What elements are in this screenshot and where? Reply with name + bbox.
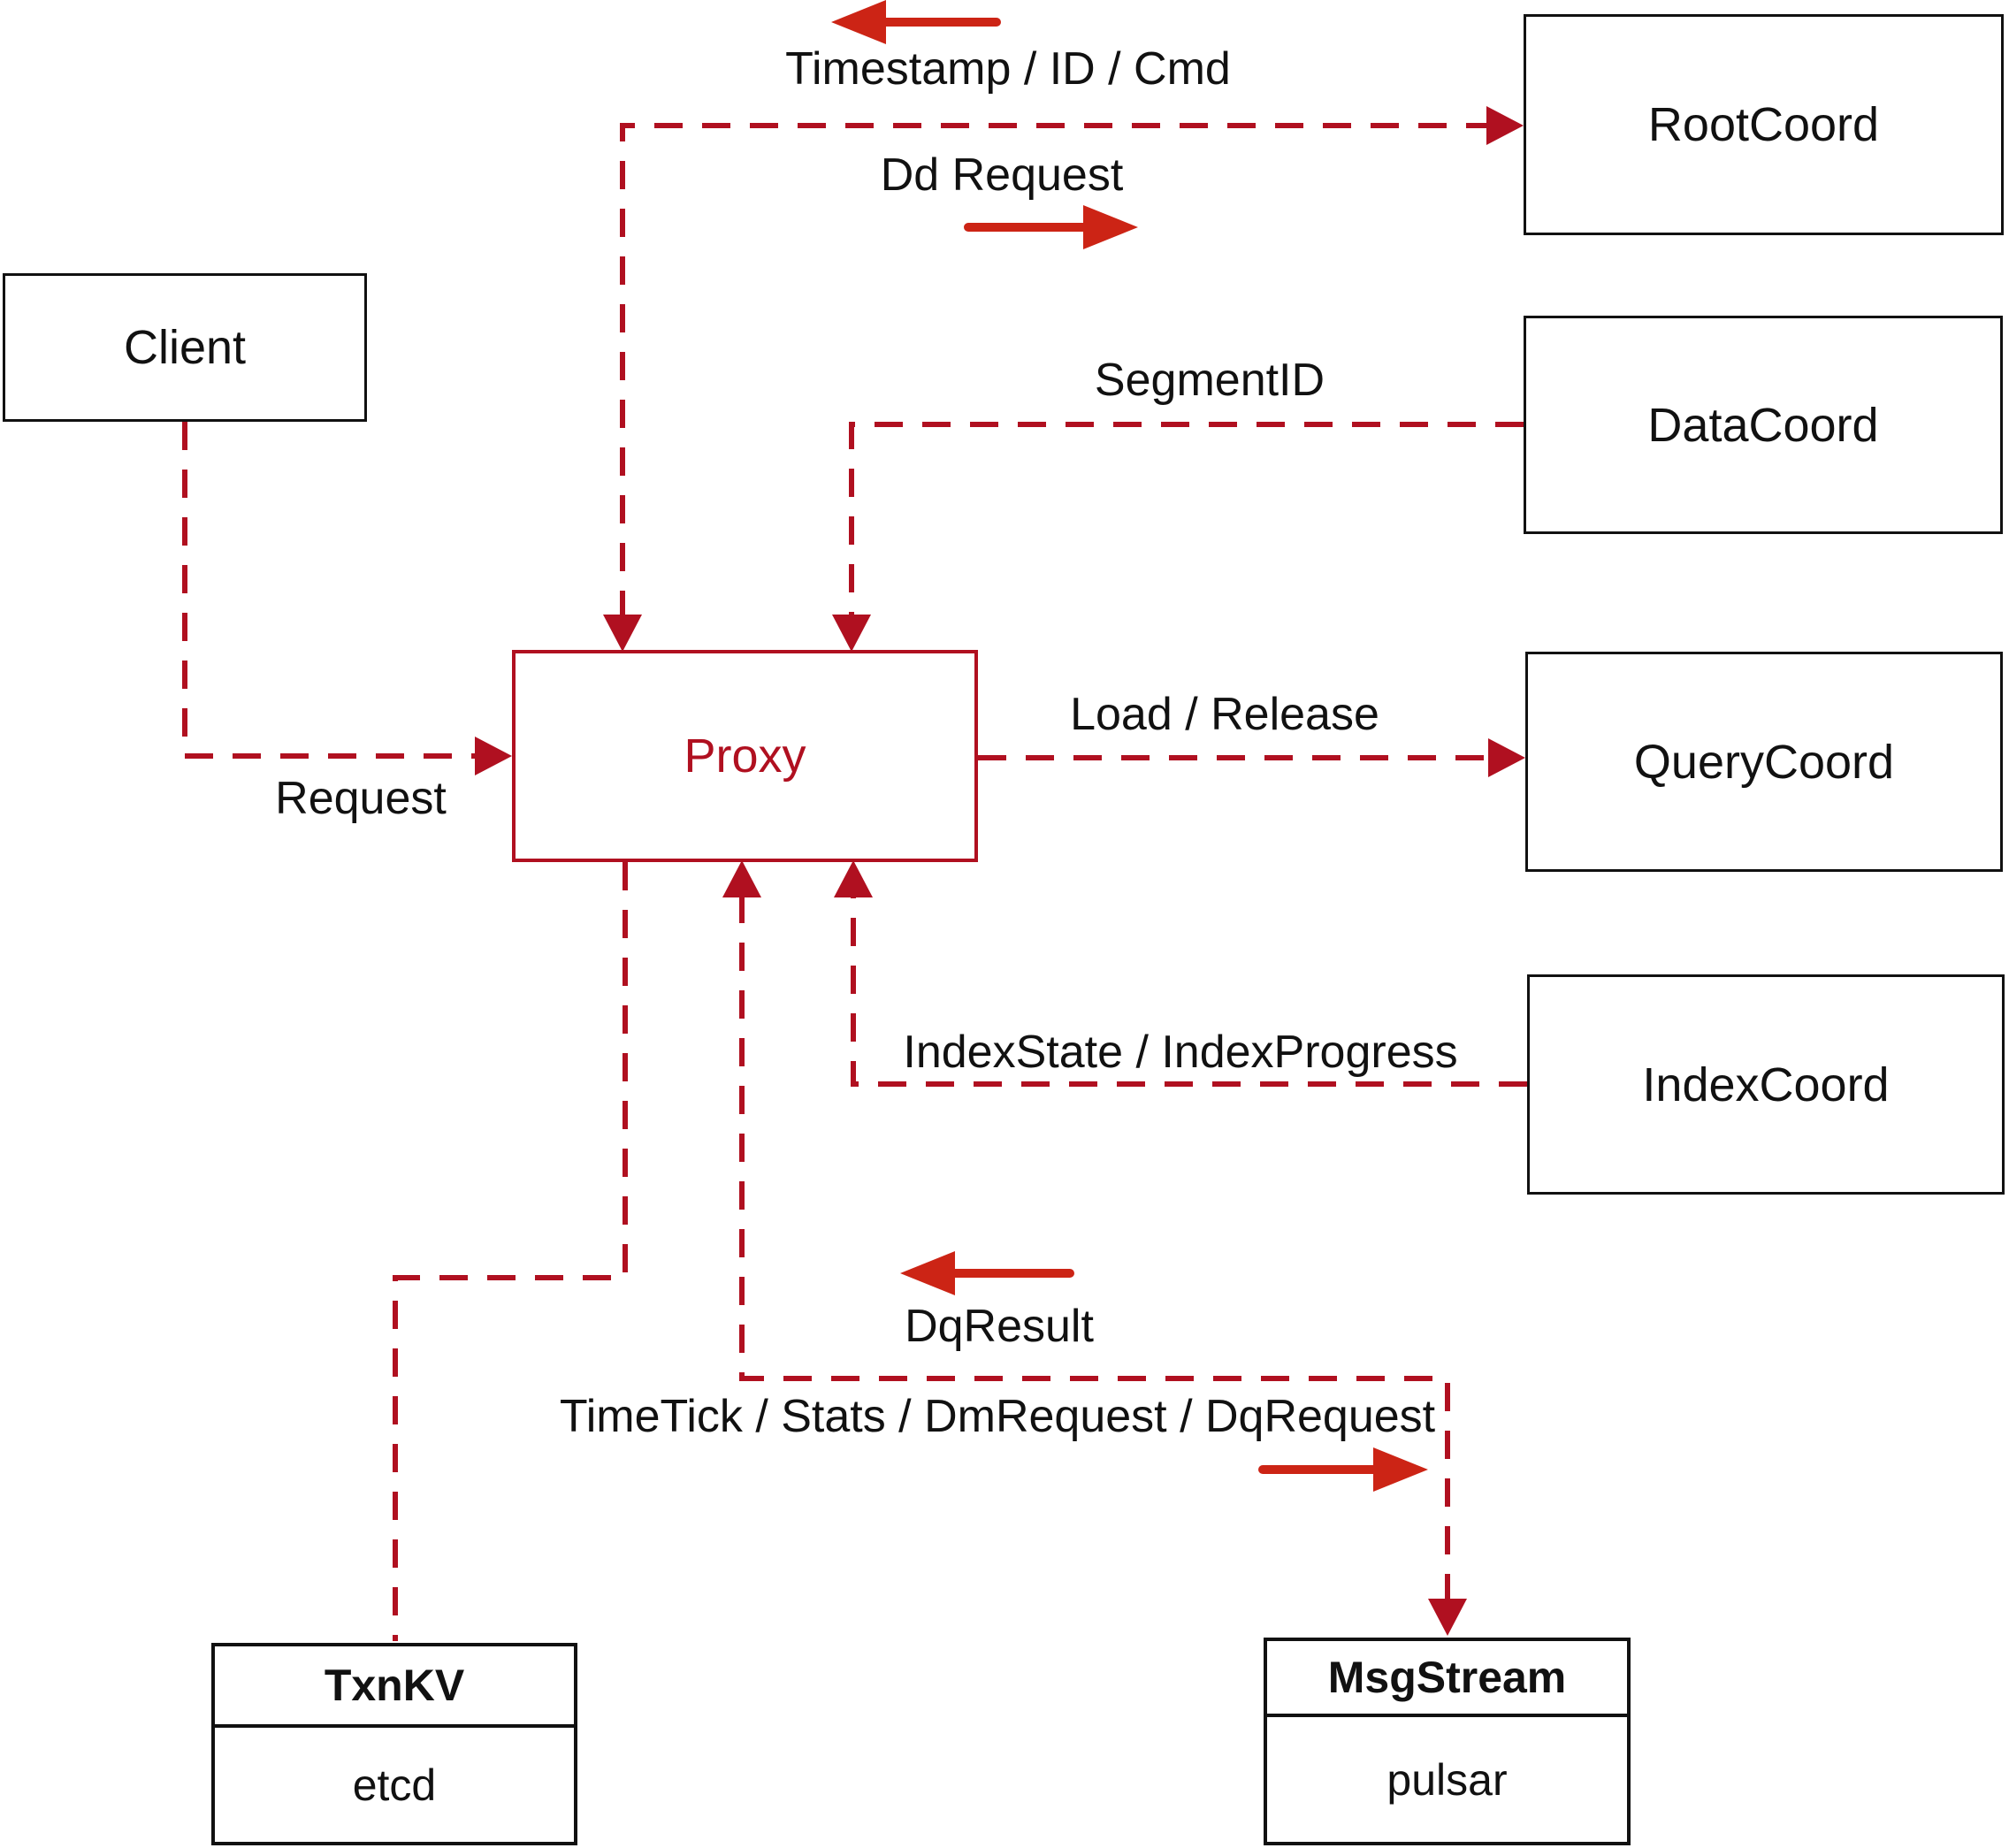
edge-label-load-release: Load / Release [1070,689,1379,740]
arrowhead-into-proxy-top-left-icon [603,615,642,652]
node-txnkv-subtitle: etcd [352,1760,437,1810]
node-rootcoord-label: RootCoord [1647,98,1880,151]
node-proxy: Proxy [512,650,978,862]
node-rootcoord: RootCoord [1524,14,2004,235]
node-datacoord: DataCoord [1524,316,2003,534]
node-indexcoord-label: IndexCoord [1642,1058,1890,1111]
node-indexcoord: IndexCoord [1527,974,2005,1195]
arrow-left-timestamp-icon [831,0,1001,44]
edge-label-timestamp: Timestamp / ID / Cmd [785,43,1231,95]
node-txnkv-title: TxnKV [215,1646,574,1728]
arrow-right-dd-request-icon [964,205,1138,249]
arrowhead-into-querycoord-icon [1488,738,1525,777]
arrow-right-timetick-icon [1258,1447,1428,1492]
edge-label-dq-result: DqResult [905,1301,1094,1352]
arrowhead-into-rootcoord-icon [1486,106,1524,145]
arrowhead-into-proxy-bottom-left-icon [722,860,761,897]
connector-datacoord-proxy [849,422,1524,619]
edge-label-time-tick: TimeTick / Stats / DmRequest / DqRequest [559,1391,1436,1442]
node-querycoord-label: QueryCoord [1633,735,1895,789]
node-querycoord: QueryCoord [1525,652,2003,872]
node-client: Client [3,273,367,422]
connector-proxy-msgstream [739,895,1450,1600]
arrowhead-into-proxy-left-icon [475,737,512,775]
connector-proxy-txnkv [393,862,628,1641]
connector-indexcoord-proxy [851,895,1527,1087]
node-client-label: Client [123,321,247,374]
node-datacoord-label: DataCoord [1647,398,1879,452]
node-msgstream-title: MsgStream [1267,1641,1627,1717]
node-msgstream: MsgStream pulsar [1264,1638,1631,1845]
connector-client-proxy [182,422,477,759]
edge-label-request: Request [275,773,447,824]
node-proxy-label: Proxy [684,729,806,783]
arrowhead-into-proxy-bottom-right-icon [834,860,873,897]
edge-label-dd-request: Dd Request [880,149,1124,201]
arrowhead-into-msgstream-icon [1428,1599,1467,1636]
arrowhead-into-proxy-top-right-icon [832,615,871,652]
edge-label-segment-id: SegmentID [1094,355,1325,406]
node-msgstream-subtitle: pulsar [1386,1754,1508,1805]
arrow-left-dqresult-icon [900,1251,1074,1295]
connector-proxy-rootcoord [620,123,1489,619]
edge-label-index-state: IndexState / IndexProgress [903,1027,1458,1078]
node-txnkv: TxnKV etcd [211,1643,577,1845]
